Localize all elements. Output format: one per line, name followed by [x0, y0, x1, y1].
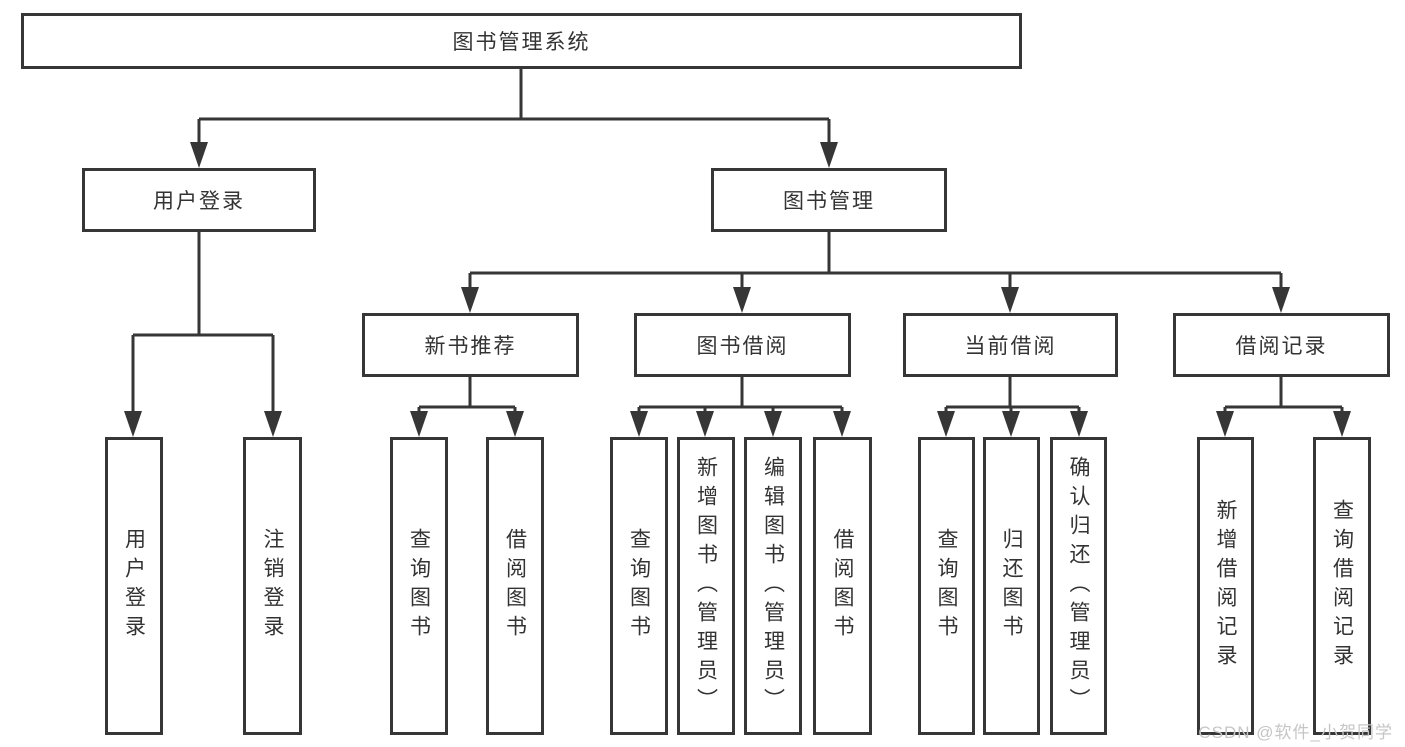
node-label: 新书推荐: [424, 335, 517, 358]
leaf-label: 查询图书: [627, 528, 651, 644]
node-label: 图书管理系统: [452, 31, 591, 54]
node-label: 借阅记录: [1235, 335, 1328, 358]
leaf-label: 借阅图书: [503, 528, 527, 644]
leaf-query-books-recommend: 查询图书: [390, 437, 448, 735]
node-borrowing-records: 借阅记录: [1173, 313, 1390, 377]
leaf-label: 新增借阅记录: [1214, 499, 1237, 673]
node-label: 图书管理: [783, 190, 875, 213]
leaf-add-borrow-record: 新增借阅记录: [1197, 437, 1254, 735]
csdn-watermark: CSDN @软件_小贺同学: [1198, 723, 1393, 742]
leaf-label: 新增图书（管理员）: [694, 455, 718, 717]
leaf-label: 查询图书: [935, 528, 958, 644]
leaf-user-login: 用户登录: [105, 437, 163, 735]
node-library-system: 图书管理系统: [21, 13, 1022, 69]
node-book-borrowing: 图书借阅: [634, 313, 851, 377]
leaf-label: 确认归还（管理员）: [1067, 455, 1090, 717]
leaf-query-books-borrowing: 查询图书: [610, 437, 668, 735]
leaf-logout: 注销登录: [243, 437, 302, 735]
node-current-borrowing: 当前借阅: [903, 313, 1118, 377]
node-label: 用户登录: [153, 190, 245, 213]
leaf-add-books-admin: 新增图书（管理员）: [677, 437, 735, 735]
leaf-label: 注销登录: [261, 528, 284, 644]
leaf-confirm-return-admin: 确认归还（管理员）: [1050, 437, 1107, 735]
leaf-query-books-current: 查询图书: [918, 437, 975, 735]
leaf-label: 借阅图书: [831, 528, 854, 644]
leaf-borrow-books: 借阅图书: [813, 437, 872, 735]
leaf-edit-books-admin: 编辑图书（管理员）: [744, 437, 802, 735]
node-label: 图书借阅: [696, 335, 789, 358]
leaf-label: 查询图书: [407, 528, 431, 644]
leaf-label: 查询借阅记录: [1330, 499, 1354, 673]
leaf-query-borrow-record: 查询借阅记录: [1313, 437, 1371, 735]
leaf-borrow-books-recommend: 借阅图书: [486, 437, 544, 735]
leaf-label: 用户登录: [122, 528, 146, 644]
leaf-return-books: 归还图书: [983, 437, 1040, 735]
node-book-management: 图书管理: [711, 168, 947, 232]
arrowheads: [124, 142, 1351, 437]
leaf-label: 编辑图书（管理员）: [761, 455, 785, 717]
leaf-label: 归还图书: [1000, 528, 1023, 644]
node-user-login: 用户登录: [82, 168, 316, 232]
node-new-book-recommend: 新书推荐: [362, 313, 579, 377]
node-label: 当前借阅: [964, 335, 1057, 358]
